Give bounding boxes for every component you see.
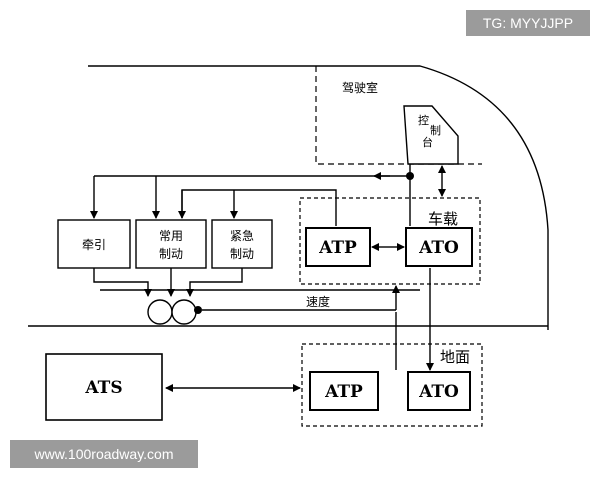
console-label-3: 台: [422, 135, 433, 149]
emergency-brake-box: [211, 219, 273, 269]
ats-label: ATS: [84, 378, 122, 398]
watermark-bottom-left: www.100roadway.com: [10, 440, 198, 468]
cab-region: [315, 66, 482, 165]
onboard-ato-box: [405, 227, 473, 267]
ground-ato-label: ATO: [418, 382, 459, 402]
ground-label: 地面: [440, 348, 470, 366]
traction-box: [57, 219, 131, 269]
service-brake-label-2: 制动: [159, 247, 183, 261]
onboard-atp-label: ATP: [318, 238, 357, 258]
emergency-brake-label-1: 紧急: [230, 228, 254, 243]
ats-box: [45, 353, 163, 421]
service-brake-box: [135, 219, 207, 269]
cab-label: 驾驶室: [342, 80, 378, 95]
traction-label: 牵引: [82, 238, 106, 252]
control-console: [403, 105, 459, 165]
onboard-atp-box: [305, 227, 371, 267]
speed-label: 速度: [306, 294, 330, 309]
ground-atp-box: [309, 371, 379, 411]
bus-junction: [406, 172, 414, 180]
speed-sensor: [194, 306, 202, 314]
command-bus: [90, 164, 411, 226]
ground-atp-label: ATP: [324, 382, 363, 402]
watermark-top-right: TG: MYYJJPP: [466, 10, 590, 36]
speed-feedback: [202, 285, 400, 311]
service-brake-label-1: 常用: [159, 229, 183, 243]
console-label-1: 控: [418, 113, 429, 127]
actuator-lines: [93, 268, 420, 297]
onboard-label: 车载: [428, 210, 458, 228]
ground-ato-box: [407, 371, 471, 411]
train-roof-outline: [88, 65, 549, 330]
wheelset: [147, 299, 197, 325]
ground-region: [301, 343, 483, 427]
onboard-ato-label: ATO: [418, 238, 459, 258]
emergency-brake-label-2: 制动: [230, 247, 254, 261]
console-label-2: 制: [430, 124, 441, 137]
